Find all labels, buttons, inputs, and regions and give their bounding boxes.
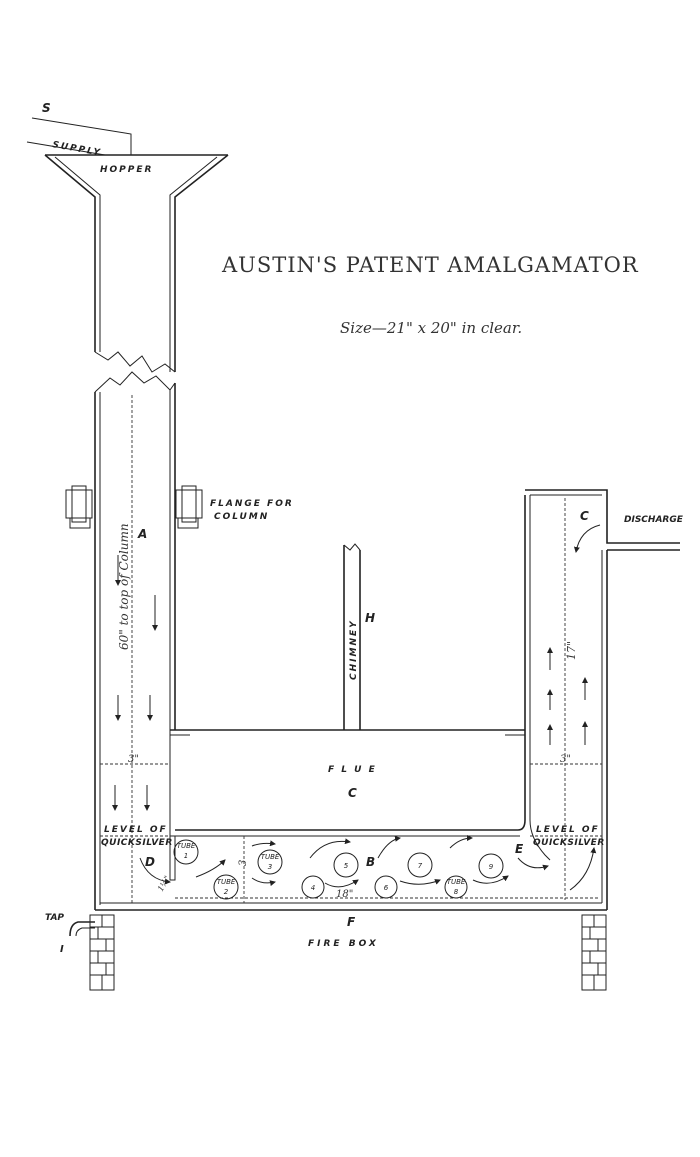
brick-pier-right bbox=[581, 914, 607, 991]
label-s: S bbox=[42, 101, 51, 115]
label-flange-1: FLANGE FOR bbox=[210, 499, 294, 509]
label-dim-3-right: 3" bbox=[560, 754, 571, 765]
tube-4: 4 bbox=[301, 875, 325, 899]
label-dim-3-left: 3" bbox=[128, 754, 139, 765]
tube-6: 6 bbox=[374, 875, 398, 899]
svg-text:9: 9 bbox=[489, 863, 494, 871]
tube-5: 5 bbox=[333, 852, 359, 878]
brick-pier-left bbox=[89, 914, 115, 991]
label-dim-18: 18" bbox=[336, 889, 353, 900]
label-tap: TAP bbox=[45, 913, 64, 923]
label-flue: F L U E bbox=[328, 765, 377, 775]
column bbox=[94, 383, 176, 910]
label-supply: SUPPLY bbox=[51, 140, 102, 159]
svg-text:TUBE: TUBE bbox=[217, 878, 236, 886]
svg-text:TUBE: TUBE bbox=[261, 853, 280, 861]
label-b: B bbox=[366, 855, 375, 869]
label-dim-3-vert: 3 bbox=[238, 860, 249, 866]
supply-chute bbox=[26, 117, 132, 156]
label-d: D bbox=[145, 855, 155, 869]
label-level-right-2: QUICKSILVER bbox=[533, 838, 605, 848]
hopper bbox=[44, 154, 229, 393]
tap-icon bbox=[69, 921, 95, 937]
tube-3: TUBE 3 bbox=[257, 849, 283, 875]
flange-right bbox=[175, 485, 203, 529]
svg-text:TUBE: TUBE bbox=[447, 878, 466, 886]
label-level-left-1: LEVEL OF bbox=[104, 825, 168, 835]
label-e: E bbox=[515, 842, 524, 856]
label-c-top: C bbox=[580, 509, 589, 523]
svg-text:3: 3 bbox=[268, 863, 272, 871]
label-f: F bbox=[347, 915, 356, 929]
label-fire-box: FIRE BOX bbox=[308, 939, 379, 949]
tube-7: 7 bbox=[407, 852, 433, 878]
tube-1: TUBE 1 bbox=[173, 839, 199, 865]
label-level-right-1: LEVEL OF bbox=[536, 825, 600, 835]
flow-arrows bbox=[139, 835, 597, 891]
tube-8: TUBE 8 bbox=[444, 875, 468, 899]
svg-text:7: 7 bbox=[418, 862, 423, 870]
diagram-title: AUSTIN'S PATENT AMALGAMATOR bbox=[221, 253, 639, 277]
label-hopper: HOPPER bbox=[100, 165, 153, 175]
discharge-chamber bbox=[525, 489, 680, 910]
svg-text:2: 2 bbox=[224, 888, 229, 896]
svg-text:8: 8 bbox=[454, 888, 459, 896]
svg-text:4: 4 bbox=[311, 884, 315, 892]
label-level-left-2: QUICKSILVER bbox=[101, 838, 173, 848]
tube-2: TUBE 2 bbox=[213, 874, 239, 900]
flange-left bbox=[65, 485, 93, 529]
label-flange-2: COLUMN bbox=[214, 512, 269, 522]
label-i: I bbox=[60, 944, 64, 955]
label-discharge: DISCHARGE bbox=[624, 515, 684, 525]
tube-9: 9 bbox=[478, 853, 504, 879]
flue bbox=[170, 495, 526, 837]
svg-text:1: 1 bbox=[184, 852, 188, 860]
svg-text:TUBE: TUBE bbox=[177, 842, 196, 850]
label-c-flue: C bbox=[348, 786, 357, 800]
label-column-dim: 60" to top of Column bbox=[117, 523, 131, 650]
svg-text:6: 6 bbox=[384, 884, 389, 892]
label-dim-17: 17" bbox=[565, 641, 578, 660]
label-chimney: CHIMNEY bbox=[349, 619, 359, 680]
svg-text:5: 5 bbox=[344, 862, 349, 870]
diagram-subtitle: Size—21" x 20" in clear. bbox=[340, 319, 522, 337]
chimney bbox=[343, 543, 361, 730]
label-a: A bbox=[137, 527, 147, 541]
label-h: H bbox=[365, 611, 375, 625]
